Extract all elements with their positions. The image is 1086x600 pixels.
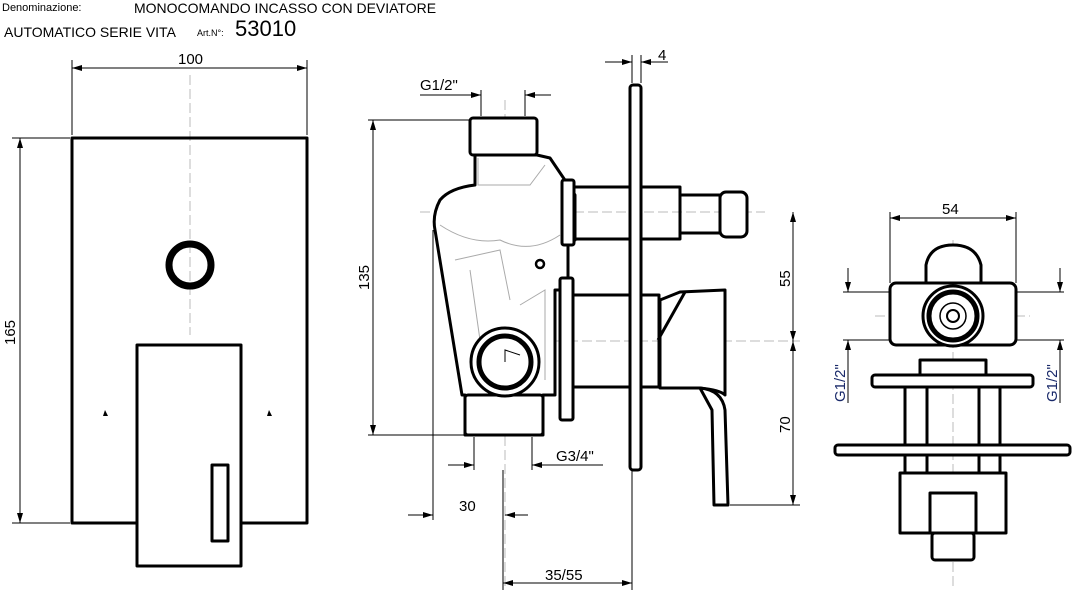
width-dimension-rear: 54: [942, 201, 959, 218]
top-lobe: [924, 243, 983, 292]
height-dimension: 165: [2, 320, 19, 345]
top-inlet-nut: [468, 116, 539, 157]
stem-nozzle: [930, 531, 976, 562]
left-thread-dimension: G1/2": [832, 364, 849, 402]
marker-icon: [267, 410, 272, 416]
diverter-knob: [165, 240, 215, 290]
rear-port: [926, 289, 980, 343]
mounting-flange: [870, 373, 1035, 389]
product-name-line1: MONOCOMANDO INCASSO CON DEVIATORE: [134, 0, 437, 16]
depth-dimension: 35/55: [545, 567, 583, 584]
side-view: 4 G1/2" 135 G3/4" 30 35/55 55 70: [356, 47, 800, 590]
product-name-line2: AUTOMATICO SERIE VITA: [4, 24, 176, 40]
denomination-label: Denominazione:: [2, 2, 82, 14]
rear-view: 54 G1/2" G1/2": [832, 201, 1072, 590]
right-thread-dimension: G1/2": [1044, 364, 1061, 402]
article-label: Art.N°:: [197, 28, 224, 38]
wall-plate: [628, 83, 643, 472]
offset-dimension: 30: [459, 498, 476, 515]
bottom-thread-dimension: G3/4": [556, 448, 594, 465]
plate-thickness-dimension: 4: [658, 47, 666, 64]
top-thread-dimension: G1/2": [420, 77, 458, 94]
front-view: 100 165: [2, 51, 309, 568]
handle-slot: [210, 463, 230, 543]
width-dimension: 100: [178, 51, 203, 68]
outlet-port: [476, 333, 534, 391]
upper-spacing-dimension: 55: [777, 270, 794, 287]
lever-arm: [698, 386, 730, 507]
cartridge-flange: [558, 276, 575, 422]
article-number: 53010: [235, 16, 297, 41]
lever-base: [658, 288, 727, 397]
bottom-outlet-nut: [463, 393, 545, 437]
marker-icon: [103, 410, 108, 416]
lower-spacing-dimension: 70: [777, 416, 794, 433]
diverter-nut: [560, 178, 576, 247]
height-dimension: 135: [356, 265, 373, 290]
diverter-stem-cap: [718, 190, 749, 239]
lever-handle: [135, 343, 243, 568]
handle-hub: [898, 471, 1008, 535]
